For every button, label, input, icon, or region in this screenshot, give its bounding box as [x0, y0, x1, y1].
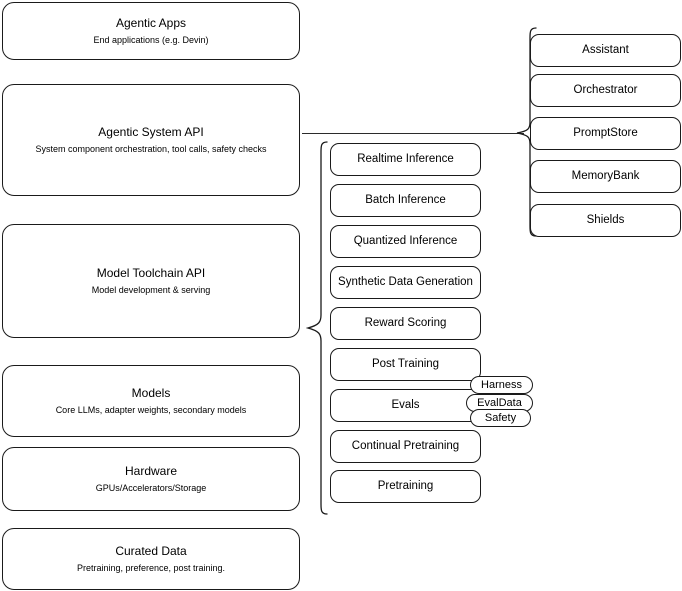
- toolchain-item-pretraining[interactable]: Pretraining: [330, 470, 481, 503]
- agentic-system-item-memorybank[interactable]: MemoryBank: [530, 160, 681, 193]
- toolchain-item-batch-inference[interactable]: Batch Inference: [330, 184, 481, 217]
- layer-box-models[interactable]: Models Core LLMs, adapter weights, secon…: [2, 365, 300, 437]
- agentic-system-item-assistant[interactable]: Assistant: [530, 34, 681, 67]
- toolchain-item-synthetic-data-generation[interactable]: Synthetic Data Generation: [330, 266, 481, 299]
- layer-subtitle: End applications (e.g. Devin): [93, 35, 209, 45]
- layer-subtitle: System component orchestration, tool cal…: [35, 144, 267, 154]
- toolchain-item-post-training[interactable]: Post Training: [330, 348, 481, 381]
- connector-line-agentic-system: [302, 133, 524, 134]
- evals-badge-label: Harness: [481, 379, 522, 391]
- layer-title: Hardware: [124, 464, 178, 478]
- agentic-system-item-promptstore[interactable]: PromptStore: [530, 117, 681, 150]
- layer-box-curated-data[interactable]: Curated Data Pretraining, preference, po…: [2, 528, 300, 590]
- agentic-system-item-label: PromptStore: [573, 127, 638, 139]
- agentic-system-item-label: MemoryBank: [571, 170, 640, 182]
- evals-badge-label: Safety: [484, 412, 517, 424]
- toolchain-item-reward-scoring[interactable]: Reward Scoring: [330, 307, 481, 340]
- agentic-system-item-label: Shields: [586, 214, 625, 226]
- layer-box-hardware[interactable]: Hardware GPUs/Accelerators/Storage: [2, 447, 300, 511]
- evals-badge-safety[interactable]: Safety: [470, 409, 531, 427]
- brace-agentic-system: [515, 26, 537, 238]
- toolchain-item-label: Batch Inference: [365, 194, 446, 206]
- toolchain-item-realtime-inference[interactable]: Realtime Inference: [330, 143, 481, 176]
- layer-subtitle: GPUs/Accelerators/Storage: [95, 483, 207, 493]
- toolchain-item-label: Evals: [391, 399, 420, 411]
- layer-box-agentic-system-api[interactable]: Agentic System API System component orch…: [2, 84, 300, 196]
- layer-subtitle: Core LLMs, adapter weights, secondary mo…: [55, 405, 247, 415]
- toolchain-item-label: Post Training: [371, 358, 440, 370]
- toolchain-item-label: Realtime Inference: [357, 153, 454, 165]
- layer-title: Curated Data: [115, 544, 187, 558]
- toolchain-item-evals[interactable]: Evals: [330, 389, 481, 422]
- toolchain-item-label: Continual Pretraining: [351, 440, 460, 452]
- layer-box-agentic-apps[interactable]: Agentic Apps End applications (e.g. Devi…: [2, 2, 300, 60]
- agentic-system-item-label: Assistant: [582, 44, 629, 56]
- brace-toolchain: [306, 140, 328, 516]
- toolchain-item-label: Reward Scoring: [364, 317, 447, 329]
- agentic-system-item-label: Orchestrator: [573, 84, 638, 96]
- toolchain-item-label: Quantized Inference: [353, 235, 458, 247]
- toolchain-item-continual-pretraining[interactable]: Continual Pretraining: [330, 430, 481, 463]
- toolchain-item-label: Synthetic Data Generation: [338, 276, 473, 288]
- layer-title: Agentic System API: [98, 125, 204, 139]
- layer-subtitle: Pretraining, preference, post training.: [76, 563, 226, 573]
- toolchain-item-label: Pretraining: [377, 480, 434, 492]
- layer-title: Model Toolchain API: [96, 266, 206, 280]
- evals-badge-harness[interactable]: Harness: [470, 376, 533, 394]
- toolchain-item-quantized-inference[interactable]: Quantized Inference: [330, 225, 481, 258]
- evals-badge-label: EvalData: [477, 397, 522, 409]
- agentic-system-item-orchestrator[interactable]: Orchestrator: [530, 74, 681, 107]
- layer-box-model-toolchain-api[interactable]: Model Toolchain API Model development & …: [2, 224, 300, 338]
- layer-title: Agentic Apps: [115, 16, 187, 30]
- layer-title: Models: [131, 386, 171, 400]
- agentic-system-item-shields[interactable]: Shields: [530, 204, 681, 237]
- layer-subtitle: Model development & serving: [91, 285, 211, 295]
